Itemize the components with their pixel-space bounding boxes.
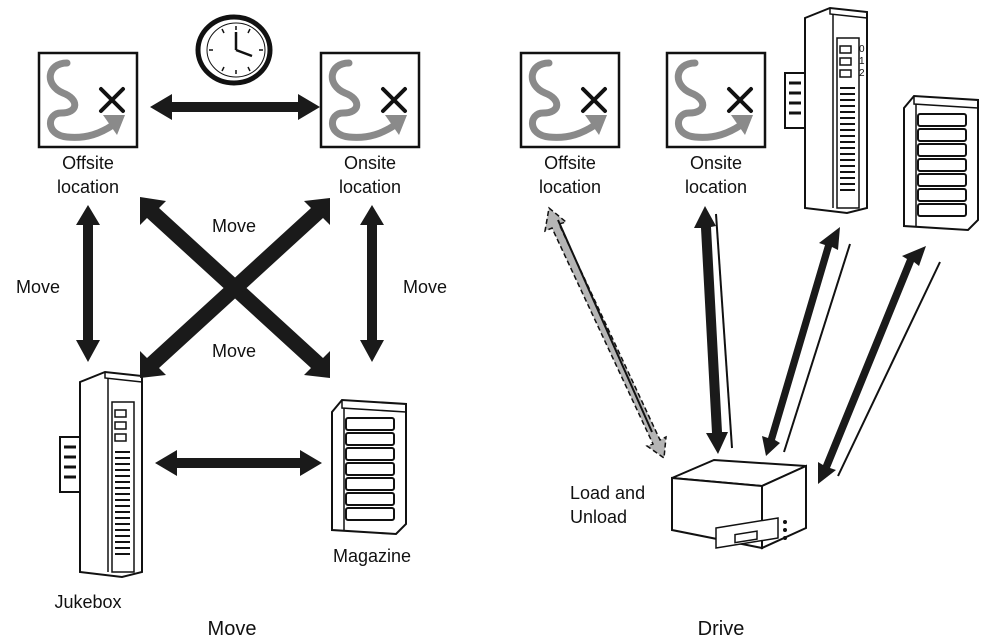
magazine-icon	[331, 399, 407, 535]
motion-lines	[557, 213, 941, 477]
move-panel: Offsite location Onsite location Jukebox…	[16, 14, 447, 640]
move-caption: Move	[208, 618, 257, 640]
double-arrow-icon	[360, 205, 384, 362]
drive-arrows	[694, 206, 926, 484]
offsite-location-icon	[39, 53, 137, 147]
drive-label-line1: Load and	[570, 483, 645, 503]
magazine-icon	[903, 95, 979, 231]
clock-icon	[195, 14, 273, 86]
drive-onsite-label-line1: Onsite	[690, 153, 742, 173]
drive-onsite-label-line2: location	[685, 177, 747, 197]
slot-digit-2: 2	[859, 68, 865, 79]
slot-digits: 0 1 2	[859, 44, 865, 79]
slot-digit-0: 0	[859, 44, 865, 55]
move-label-left: Move	[16, 277, 60, 297]
double-arrow-icon	[150, 94, 320, 120]
offsite-label-line1: Offsite	[62, 153, 114, 173]
drive-label-line2: Unload	[570, 507, 627, 527]
drive-offsite-label-line2: location	[539, 177, 601, 197]
move-label-cross-bottom: Move	[212, 341, 256, 361]
offsite-label-line2: location	[57, 177, 119, 197]
onsite-location-icon	[667, 53, 765, 147]
drive-icon	[671, 458, 807, 550]
move-label-cross-top: Move	[212, 216, 256, 236]
move-label-right: Move	[403, 277, 447, 297]
jukebox-icon	[58, 370, 144, 579]
double-arrow-icon	[762, 227, 840, 456]
jukebox-label: Jukebox	[54, 592, 121, 612]
move-arrows	[76, 94, 384, 476]
drive-panel: Offsite location Onsite location 0 1 2 L…	[521, 6, 979, 640]
onsite-label-line1: Onsite	[344, 153, 396, 173]
jukebox-icon	[783, 6, 869, 215]
slot-digit-1: 1	[859, 56, 865, 67]
double-arrow-icon	[155, 450, 322, 476]
offsite-location-icon	[521, 53, 619, 147]
double-arrow-icon	[76, 205, 100, 362]
drive-caption: Drive	[698, 618, 745, 640]
double-arrow-icon	[818, 246, 926, 484]
double-arrow-icon	[694, 206, 728, 454]
magazine-label: Magazine	[333, 546, 411, 566]
double-arrow-icon	[140, 198, 330, 378]
onsite-label-line2: location	[339, 177, 401, 197]
drive-offsite-label-line1: Offsite	[544, 153, 596, 173]
onsite-location-icon	[321, 53, 419, 147]
